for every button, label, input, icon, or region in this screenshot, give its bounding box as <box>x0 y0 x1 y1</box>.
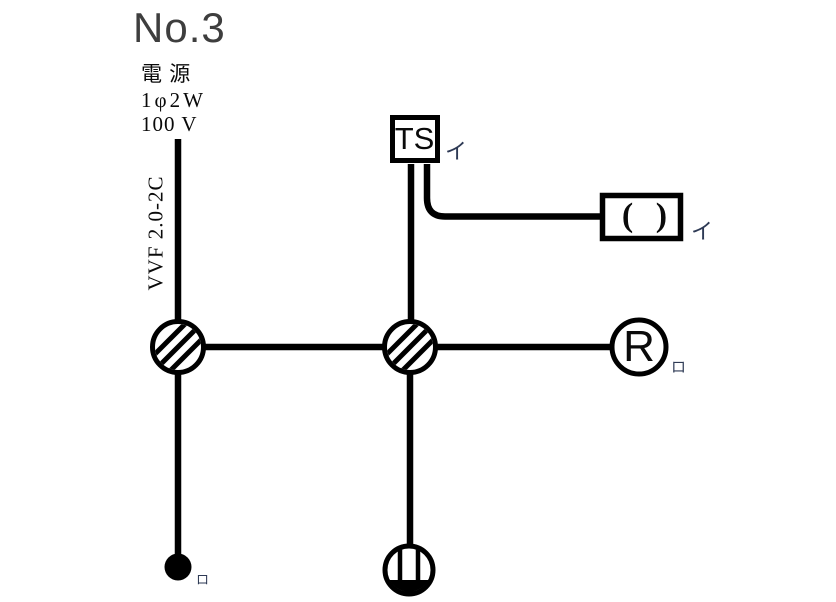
power-source-voltage: 100 V <box>141 112 198 136</box>
outlet-symbol <box>382 543 436 597</box>
ceiling-rosette-circuit-mark: イ <box>691 219 714 244</box>
junction-box-center <box>382 319 438 375</box>
power-source-label: 電 源 <box>141 62 192 86</box>
junction-box-left <box>150 319 206 375</box>
lamp-receptacle-circuit-mark: ロ <box>671 360 687 376</box>
timer-switch-circuit-mark: イ <box>445 139 468 164</box>
power-source-phase: 1φ2W <box>141 88 206 112</box>
timer-switch-box <box>390 115 440 163</box>
wiring-lines <box>174 139 615 558</box>
outlet-inner-marks <box>387 548 431 592</box>
lamp-receptacle-label: R <box>623 322 655 371</box>
switch-circuit-mark: ロ <box>196 572 210 587</box>
timer-to-rosette-wire <box>423 164 602 220</box>
cable-spec-label: VVF 2.0-2C <box>143 175 168 291</box>
timer-switch-label: TS <box>394 120 435 156</box>
ceiling-rosette-box <box>599 192 684 242</box>
page-title: No.3 <box>133 4 226 51</box>
ceiling-rosette-symbol: ( ) <box>621 196 675 234</box>
switch-dot <box>164 553 192 581</box>
lamp-receptacle-circle <box>609 317 669 377</box>
